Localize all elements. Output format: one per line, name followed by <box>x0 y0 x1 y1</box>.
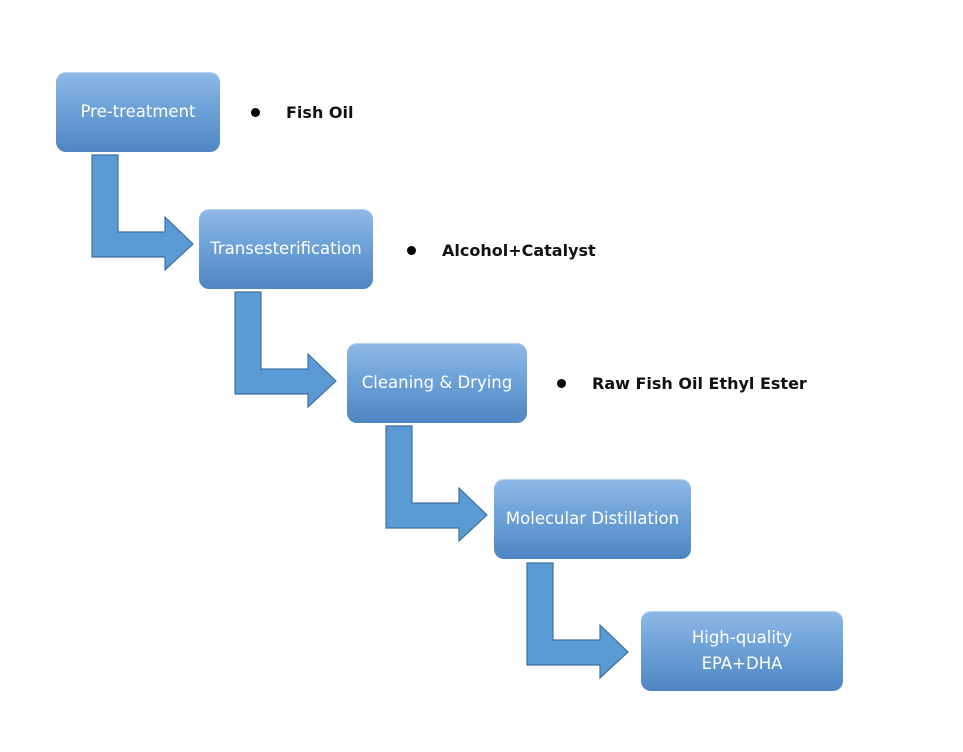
step-label: Pre-treatment <box>80 102 196 121</box>
step-label: Transesterification <box>210 239 362 258</box>
arrow-1-icon <box>91 154 194 272</box>
note-raw-fish-oil-ethyl-ester: Raw Fish Oil Ethyl Ester <box>557 372 807 394</box>
bullet-icon <box>407 245 416 255</box>
note-text: Raw Fish Oil Ethyl Ester <box>592 373 807 393</box>
arrow-3-icon <box>385 425 488 543</box>
step-high-quality-epa-dha: High-quality EPA+DHA <box>641 611 843 691</box>
step-pre-treatment: Pre-treatment <box>56 72 220 152</box>
note-fish-oil: Fish Oil <box>251 101 353 123</box>
arrow-2-icon <box>234 291 337 409</box>
bullet-icon <box>557 378 566 388</box>
arrow-4-icon <box>526 562 629 680</box>
note-text: Fish Oil <box>286 102 354 122</box>
step-label: Cleaning & Drying <box>361 373 513 392</box>
step-label: High-quality EPA+DHA <box>691 628 793 673</box>
step-transesterification: Transesterification <box>199 209 373 289</box>
bullet-icon <box>251 107 260 117</box>
step-cleaning-drying: Cleaning & Drying <box>347 343 527 423</box>
step-label: Molecular Distillation <box>505 509 680 528</box>
note-alcohol-catalyst: Alcohol+Catalyst <box>407 239 596 261</box>
step-molecular-distillation: Molecular Distillation <box>494 479 691 559</box>
note-text: Alcohol+Catalyst <box>442 240 596 260</box>
